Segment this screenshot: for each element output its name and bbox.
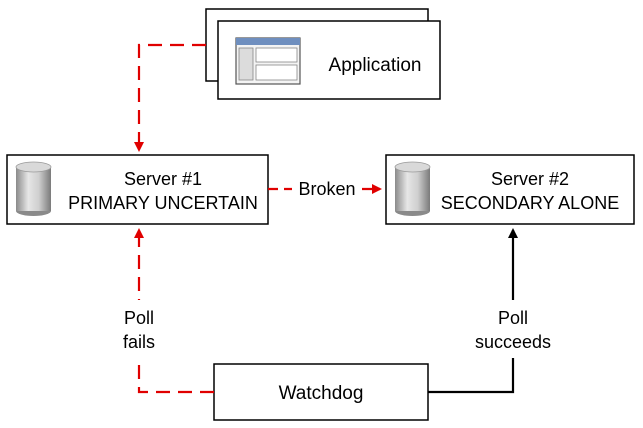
server2-status: SECONDARY ALONE: [441, 193, 619, 213]
watchdog-node: Watchdog: [213, 363, 429, 421]
server1-node: Server #1 PRIMARY UNCERTAIN: [6, 154, 269, 225]
poll-succeeds-label-line1: Poll: [498, 308, 528, 328]
edge-application-to-server1: [134, 43, 206, 152]
application-node: Application: [205, 8, 441, 100]
server1-title: Server #1: [124, 169, 202, 189]
edge-watchdog-to-server1: Poll fails: [108, 228, 214, 394]
database-cylinder-icon: [15, 161, 52, 216]
broken-label: Broken: [298, 179, 355, 199]
application-window-icon: [235, 37, 301, 85]
poll-fails-label-line2: fails: [123, 332, 155, 352]
database-cylinder-icon: [394, 161, 431, 216]
edge-watchdog-to-server2: Poll succeeds: [428, 228, 560, 394]
poll-succeeds-label-line2: succeeds: [475, 332, 551, 352]
watchdog-label: Watchdog: [279, 383, 364, 404]
server2-title: Server #2: [491, 169, 569, 189]
poll-fails-label-line1: Poll: [124, 308, 154, 328]
server2-node: Server #2 SECONDARY ALONE: [385, 154, 635, 225]
server1-status: PRIMARY UNCERTAIN: [68, 193, 258, 213]
application-label: Application: [329, 55, 422, 76]
edge-server1-to-server2-broken: Broken: [268, 179, 382, 199]
